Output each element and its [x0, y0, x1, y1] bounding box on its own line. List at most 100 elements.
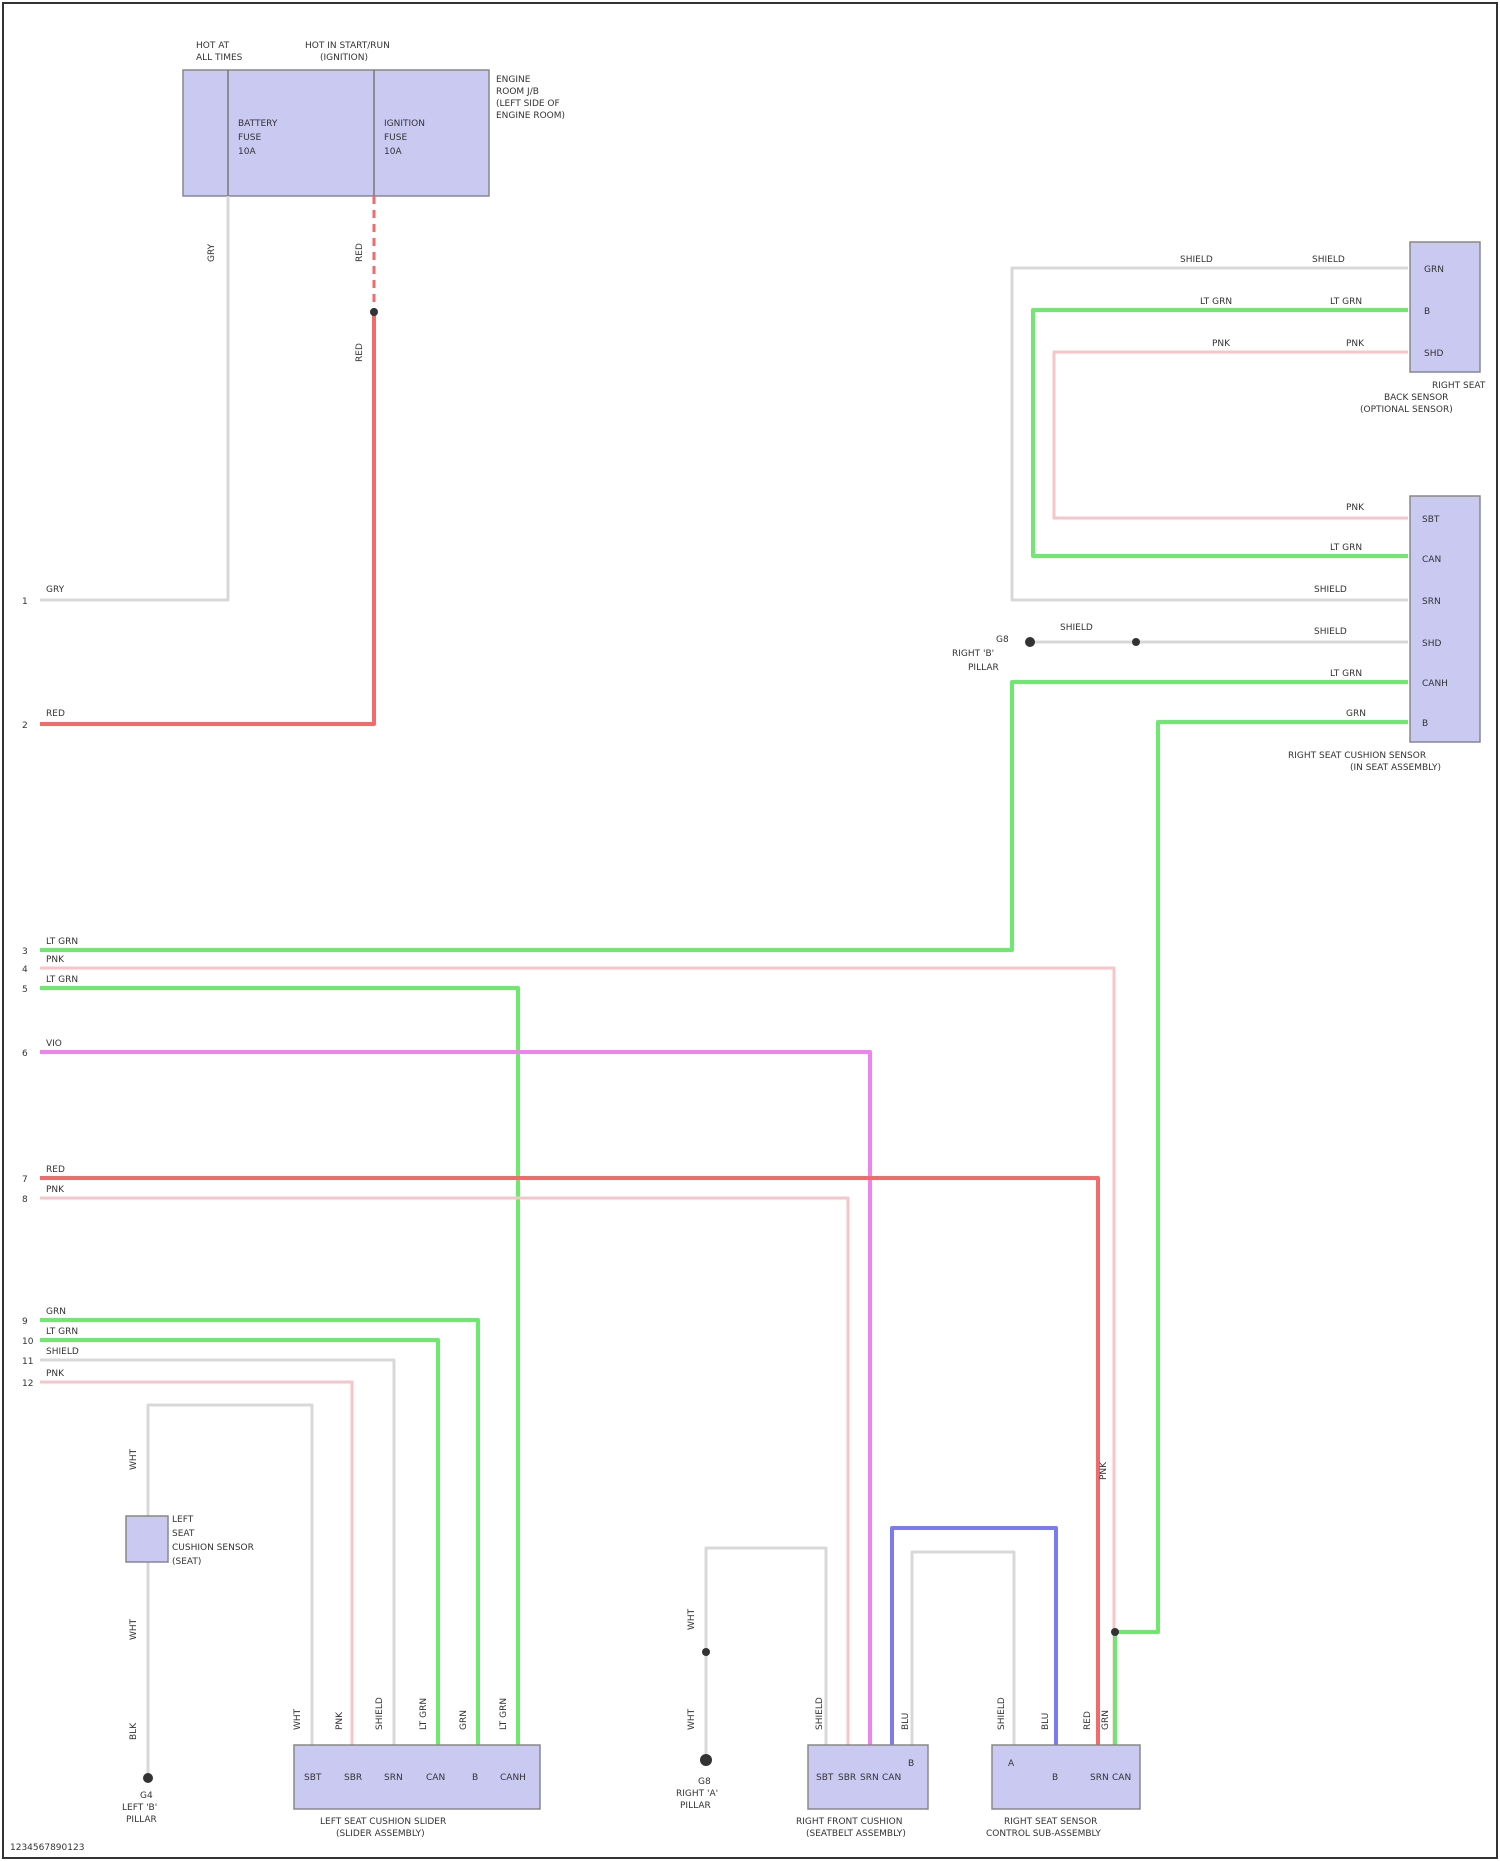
splice-shield-right — [1132, 638, 1140, 646]
label-ltgrn-t2: LT GRN — [1330, 297, 1362, 307]
label-pnk-l3: PNK — [46, 1369, 65, 1379]
splice-points — [370, 308, 1140, 1656]
wire-grn-pin9 — [40, 1320, 478, 1745]
right-sensor-top-name3: (OPTIONAL SENSOR) — [1360, 405, 1453, 415]
wire-pnk-pin2 — [40, 968, 1114, 1450]
bottom-right-name1: RIGHT SEAT SENSOR — [1004, 1817, 1097, 1827]
bottom-mid-pin4: CAN — [882, 1773, 901, 1783]
label-ltgrn-bl2: LT GRN — [499, 1698, 509, 1730]
left-seat-cushion-slider: SBT SBR SRN CAN B CANH LEFT SEAT CUSHION… — [294, 1745, 540, 1839]
label-ltgrn-t1: LT GRN — [1200, 297, 1232, 307]
header-right-line2: (IGNITION) — [320, 53, 368, 63]
right-module-body — [1410, 496, 1480, 742]
pin-2: 2 — [22, 721, 28, 731]
fuse-a-line1: BATTERY — [238, 119, 278, 129]
bottom-left-name2: (SLIDER ASSEMBLY) — [336, 1829, 425, 1839]
label-gry-vertical: GRY — [207, 243, 217, 262]
right-sensor-top-name2: BACK SENSOR — [1384, 393, 1448, 403]
pin-8: 8 — [22, 1195, 28, 1205]
pin-5: 5 — [22, 985, 28, 995]
bottom-mid-name2: (SEATBELT ASSEMBLY) — [806, 1829, 906, 1839]
bottom-left-pin5: B — [472, 1773, 478, 1783]
left-connector-pins: 1 2 3 4 5 6 7 8 9 10 11 12 — [22, 597, 34, 1389]
bottom-mid-pin5: B — [908, 1759, 914, 1769]
splice-shield-left — [1025, 637, 1035, 647]
fuse-b-line2: FUSE — [384, 133, 407, 143]
right-sensor-top-pin3: SHD — [1424, 349, 1443, 359]
bottom-mid-pin1: SBT — [816, 1773, 834, 1783]
header-left-line2: ALL TIMES — [196, 53, 243, 63]
label-wht-sw2: WHT — [129, 1618, 139, 1640]
label-wht-mid1: WHT — [687, 1608, 697, 1630]
ground-left-pillar: G4 LEFT 'B' PILLAR — [122, 1791, 157, 1825]
bottom-right-name2: CONTROL SUB-ASSEMBLY — [986, 1829, 1101, 1839]
fuse-a-line2: FUSE — [238, 133, 261, 143]
header-right-line1: HOT IN START/RUN — [305, 41, 390, 51]
label-blk-sw: BLK — [129, 1722, 139, 1740]
label-shield-bm: SHIELD — [815, 1697, 825, 1730]
label-pnk-t2: PNK — [1346, 339, 1365, 349]
wire-red-ignition — [40, 312, 374, 724]
bottom-right-pin4: CAN — [1112, 1773, 1131, 1783]
splice-mid-ground — [702, 1648, 710, 1656]
left-seat-cushion-switch: LEFT SEAT CUSHION SENSOR (SEAT) — [126, 1515, 254, 1567]
junction-box-body — [183, 70, 489, 196]
ground-right-1: G8 — [996, 635, 1009, 645]
label-wht-mid2: WHT — [687, 1708, 697, 1730]
bottom-mid-pin2: SBR — [838, 1773, 856, 1783]
label-blu-br: BLU — [1041, 1713, 1051, 1730]
junction-box-name-4: ENGINE ROOM) — [496, 111, 565, 121]
label-pnk-m: PNK — [1346, 503, 1365, 513]
wire-grn-b — [1115, 722, 1408, 1632]
label-ltgrn-l2: LT GRN — [46, 975, 78, 985]
junction-box-name-3: (LEFT SIDE OF — [496, 99, 560, 109]
left-switch-3: CUSHION SENSOR — [172, 1543, 254, 1553]
pin-9: 9 — [22, 1317, 28, 1327]
left-switch-1: LEFT — [172, 1515, 194, 1525]
fuse-b-line1: IGNITION — [384, 119, 425, 129]
bottom-left-pin4: CAN — [426, 1773, 445, 1783]
right-sensor-top-name1: RIGHT SEAT — [1432, 381, 1486, 391]
ground-mid-dot — [700, 1754, 712, 1766]
bottom-left-pin3: SRN — [384, 1773, 403, 1783]
label-pnk-br: PNK — [1099, 1461, 1109, 1480]
pin-12: 12 — [22, 1379, 33, 1389]
ground-left-2: LEFT 'B' — [122, 1803, 157, 1813]
label-ltgrn-m: LT GRN — [1330, 543, 1362, 553]
ground-left-1: G4 — [140, 1791, 153, 1801]
ground-right-2: RIGHT 'B' — [952, 649, 994, 659]
wire-vio-pin4 — [40, 1052, 870, 1745]
splice-red-ignition — [370, 308, 378, 316]
bottom-right-pin1: A — [1008, 1759, 1015, 1769]
label-pnk-l1: PNK — [46, 955, 65, 965]
right-sensor-top-pin2: B — [1424, 307, 1430, 317]
fuse-a-line3: 10A — [238, 147, 256, 157]
label-red-vertical-1: RED — [355, 243, 365, 262]
bottom-left-pin2: SBR — [344, 1773, 362, 1783]
label-red-l: RED — [46, 1165, 65, 1175]
ground-left-dot — [143, 1773, 153, 1783]
wire-blu-loop — [892, 1528, 1056, 1745]
pin-10: 10 — [22, 1337, 34, 1347]
label-wht-sw1: WHT — [129, 1448, 139, 1470]
wire-mid-ground — [706, 1548, 826, 1758]
right-sensor-top-body — [1410, 242, 1480, 372]
label-shield-t2: SHIELD — [1312, 255, 1345, 265]
label-shield-m1: SHIELD — [1314, 585, 1347, 595]
bottom-right-pin2: B — [1052, 1773, 1058, 1783]
engine-room-junction-box: HOT AT ALL TIMES HOT IN START/RUN (IGNIT… — [183, 41, 565, 196]
bottom-mid-pin3: SRN — [860, 1773, 879, 1783]
pin-4: 4 — [22, 965, 28, 975]
label-grn-bl: GRN — [459, 1710, 469, 1730]
label-grn-m: GRN — [1346, 709, 1366, 719]
label-red-left: RED — [46, 709, 65, 719]
pin-7: 7 — [22, 1175, 28, 1185]
bottom-left-pin1: SBT — [304, 1773, 322, 1783]
wire-pnk-top — [1054, 352, 1408, 518]
ground-right-3: PILLAR — [968, 663, 999, 673]
label-red-br: RED — [1083, 1711, 1093, 1730]
bottom-mid-name1: RIGHT FRONT CUSHION — [796, 1817, 902, 1827]
right-module-pin6: B — [1422, 719, 1428, 729]
label-red-vertical-2: RED — [355, 343, 365, 362]
wire-red-pin7 — [40, 1178, 1098, 1745]
